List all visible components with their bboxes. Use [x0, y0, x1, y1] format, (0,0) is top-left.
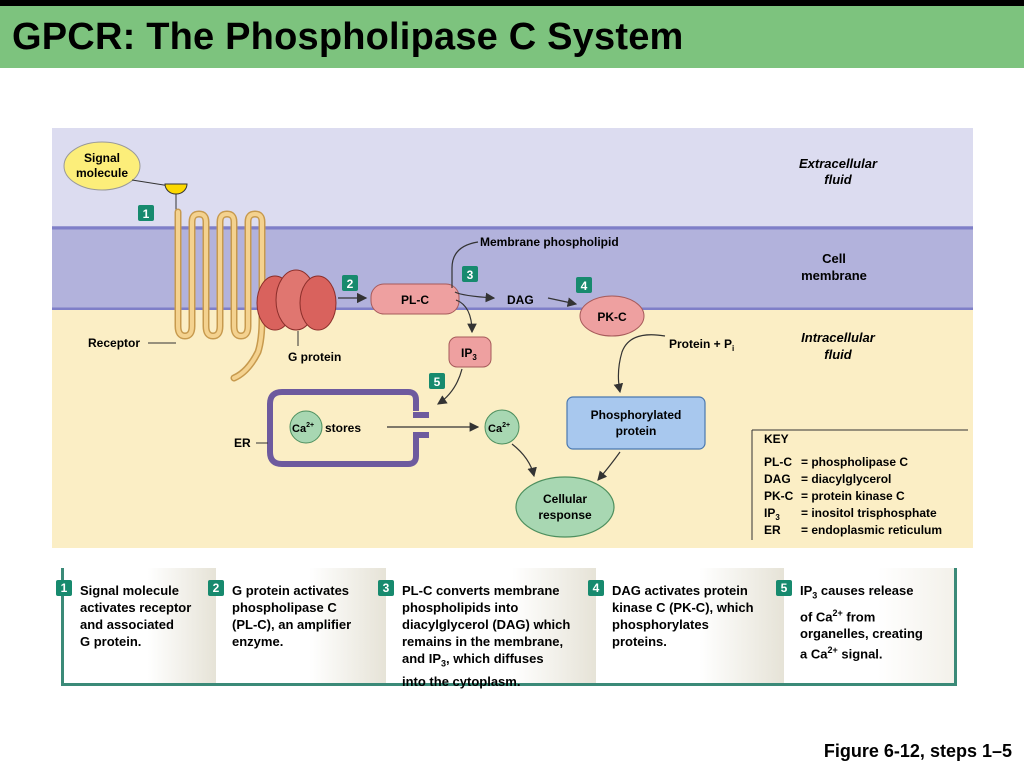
key-abbr-1: DAG: [764, 472, 791, 486]
step-4-text: DAG activates protein kinase C (PK-C), w…: [612, 583, 754, 649]
extracellular-region: [52, 128, 973, 226]
pkc-label: PK-C: [597, 310, 627, 324]
er-label: ER: [234, 436, 251, 450]
key-def-2: = protein kinase C: [801, 489, 905, 503]
svg-text:4: 4: [581, 279, 588, 293]
step-marker-2: 2: [342, 275, 358, 291]
step-1-text: Signal molecule activates receptor and a…: [80, 583, 192, 649]
key-def-4: = endoplasmic reticulum: [801, 523, 942, 537]
receptor-label: Receptor: [88, 336, 140, 350]
ligand: [164, 183, 188, 195]
plc-enzyme: [370, 283, 460, 315]
step-3-text: PL-C converts membrane phospholipids int…: [402, 583, 571, 689]
step-5: 5 IP3 causes release of Ca2+ from organe…: [776, 568, 954, 683]
step-4: 4 DAG activates protein kinase C (PK-C),…: [588, 568, 784, 683]
ca-stores-ion: [289, 410, 323, 444]
phosphorylated-protein-box: [566, 396, 706, 450]
step-3: 3 PL-C converts membrane phospholipids i…: [378, 568, 596, 689]
key-legend: KEY PL-C = phospholipase C DAG = diacylg…: [751, 429, 968, 540]
ip3-label: IP3: [461, 346, 477, 362]
svg-text:3: 3: [467, 268, 474, 282]
step-5-text: IP3 causes release of Ca2+ from organell…: [800, 583, 923, 662]
ca-stores-label: stores: [325, 421, 361, 435]
step-3-number: 3: [378, 580, 394, 596]
step-2: 2 G protein activates phospholipase C (P…: [208, 568, 386, 683]
step-4-number: 4: [588, 580, 604, 596]
key-title: KEY: [764, 432, 789, 446]
step-2-text: G protein activates phospholipase C (PL-…: [232, 583, 352, 649]
slide-title: GPCR: The Phospholipase C System: [12, 16, 684, 58]
key-def-3: = inositol trisphosphate: [801, 506, 937, 520]
title-bar: GPCR: The Phospholipase C System: [0, 6, 1024, 68]
g-protein-label: G protein: [288, 350, 341, 364]
plc-label: PL-C: [401, 293, 429, 307]
protein-pi-label: Protein + Pi: [669, 337, 734, 353]
ca-cytosol-ion: [484, 409, 520, 445]
ip3-box: [448, 336, 492, 368]
figure-caption: Figure 6-12, steps 1–5: [823, 741, 1012, 761]
key-abbr-2: PK-C: [764, 489, 794, 503]
cellular-response: [515, 476, 615, 538]
step-1: 1 Signal molecule activates receptor and…: [56, 568, 216, 683]
svg-text:2: 2: [347, 277, 354, 291]
step-marker-4: 4: [576, 277, 592, 293]
step-5-number: 5: [776, 580, 792, 596]
g-protein: [256, 269, 337, 331]
signal-molecule: [63, 141, 141, 191]
step-marker-3: 3: [462, 266, 478, 282]
ca-stores-ion-label: Ca2+: [292, 422, 314, 435]
membrane-phospholipid-label: Membrane phospholipid: [480, 235, 619, 249]
key-abbr-0: PL-C: [764, 455, 792, 469]
svg-text:1: 1: [143, 207, 150, 221]
dag-label: DAG: [507, 293, 534, 307]
top-border: [0, 0, 1024, 6]
er-organelle: [267, 389, 419, 467]
key-def-0: = phospholipase C: [801, 455, 908, 469]
key-def-1: = diacylglycerol: [801, 472, 891, 486]
key-abbr-4: ER: [764, 523, 781, 537]
svg-text:5: 5: [434, 375, 441, 389]
pkc-enzyme: [579, 295, 645, 337]
step-marker-1: 1: [138, 205, 154, 221]
step-marker-5: 5: [429, 373, 445, 389]
step-2-number: 2: [208, 580, 224, 596]
ca-cytosol-ion-label: Ca2+: [488, 422, 510, 435]
steps-panel: 1 Signal molecule activates receptor and…: [56, 568, 957, 689]
step-1-number: 1: [56, 580, 72, 596]
